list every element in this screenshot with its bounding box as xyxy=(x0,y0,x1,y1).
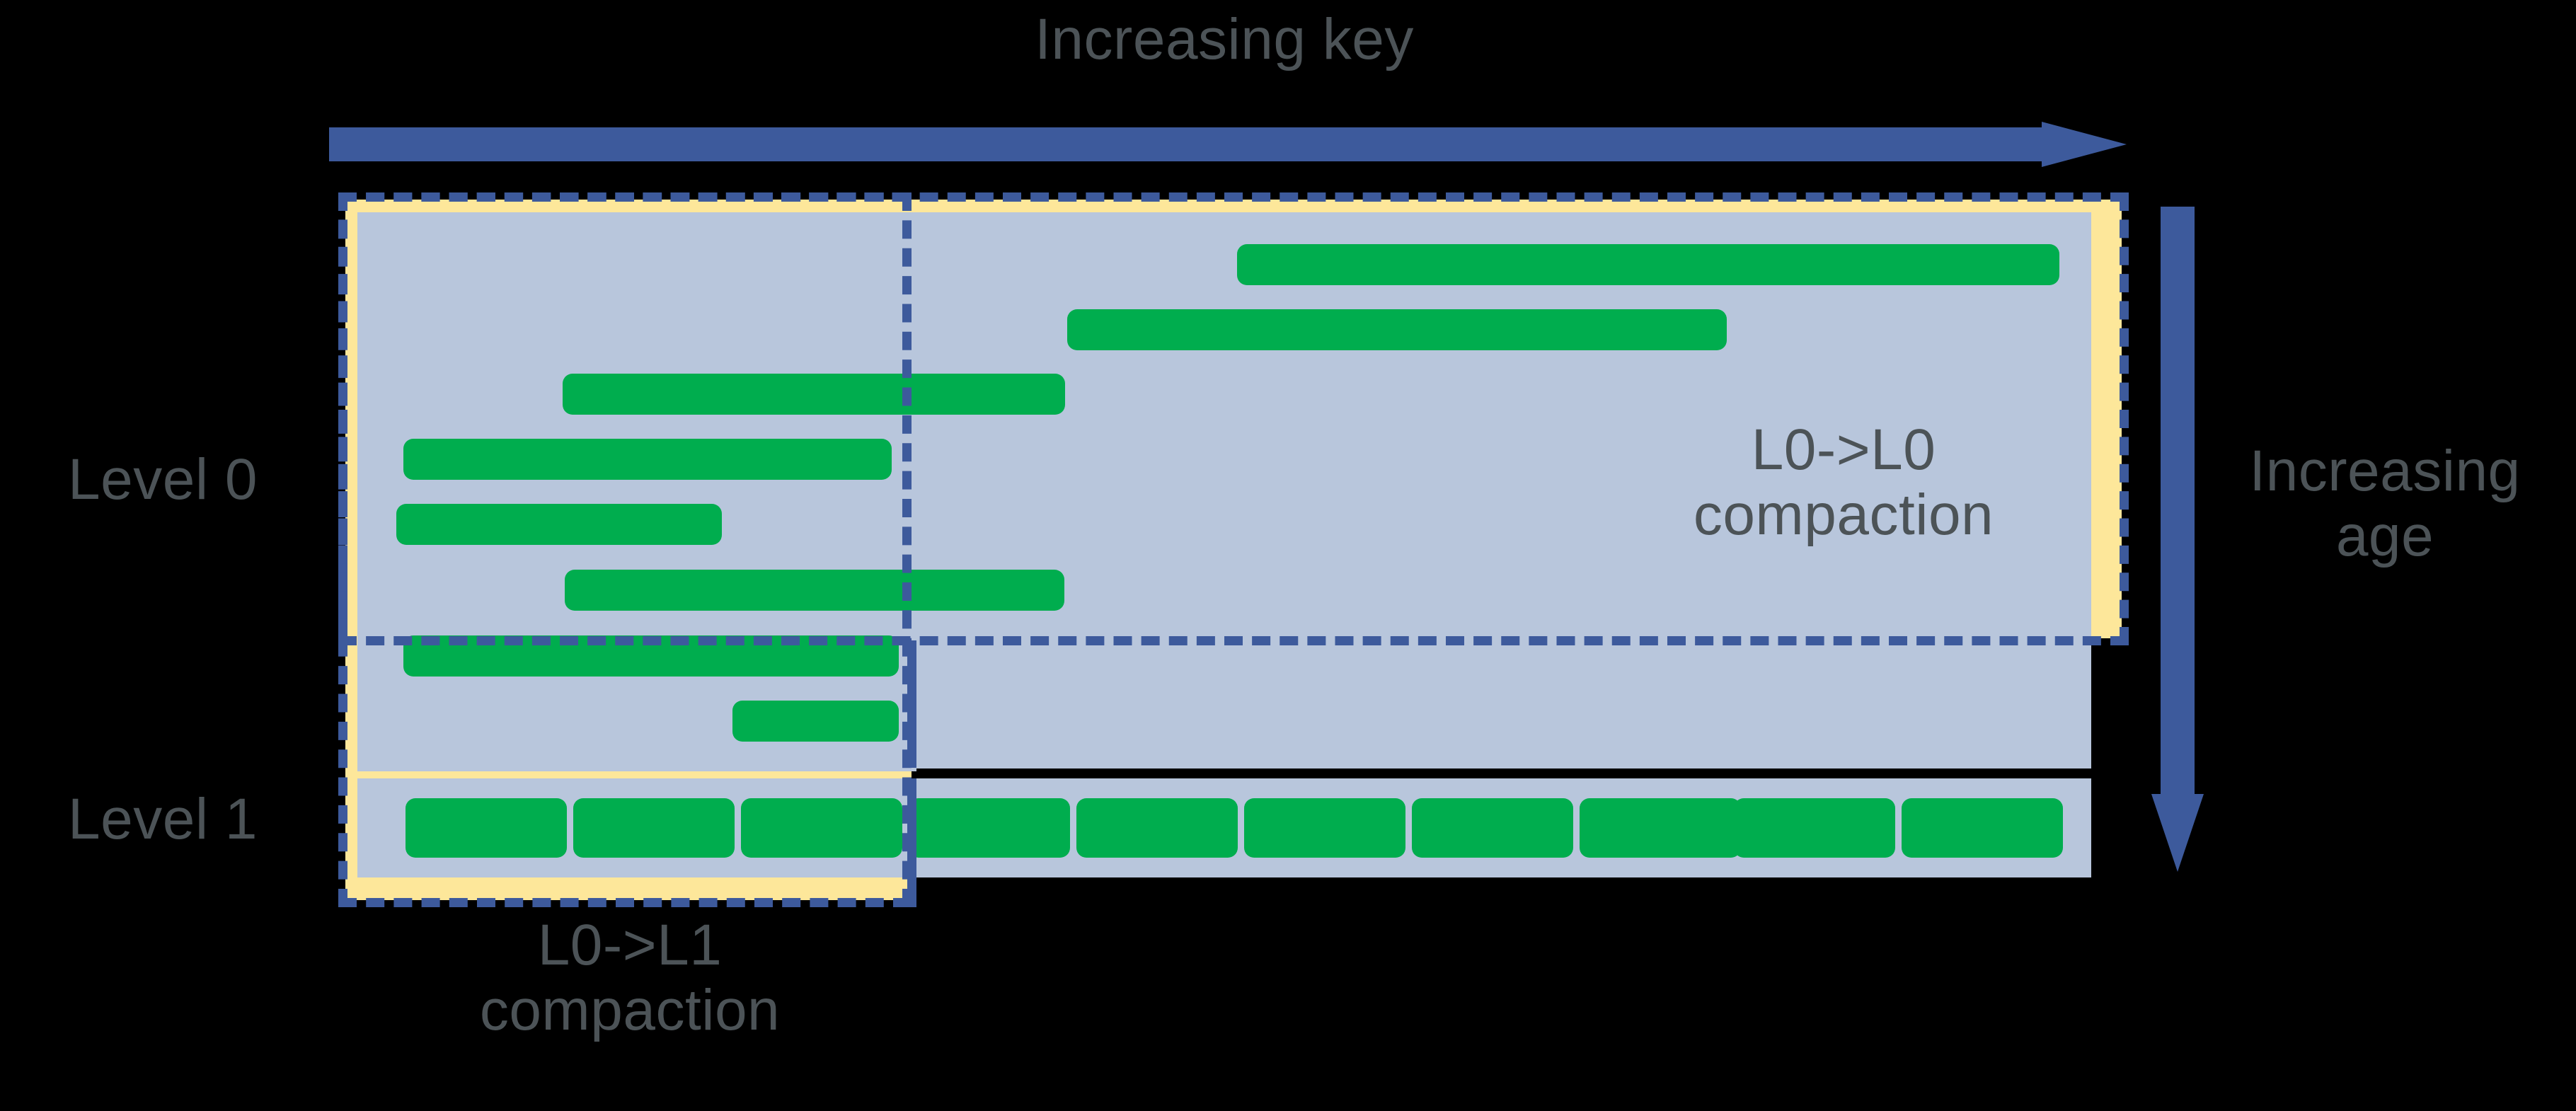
l0-l0-highlight-top xyxy=(345,200,2122,214)
level-0-sstable xyxy=(563,374,1065,415)
level-1-sstable xyxy=(1902,798,2063,858)
level-0-sstable xyxy=(1237,244,2059,285)
level-1-label: Level 1 xyxy=(68,787,258,851)
arrow-head xyxy=(2151,794,2204,872)
level-1-sstable xyxy=(1076,798,1238,858)
l0-l1-separator-lower xyxy=(907,778,916,907)
l0-l0-compaction-selection[interactable] xyxy=(338,192,2129,645)
l0-l1-separator-upper xyxy=(907,640,916,768)
arrow-head xyxy=(2042,122,2127,167)
level-1-sstable xyxy=(909,798,1070,858)
level-1-sstable xyxy=(1734,798,1895,858)
level-0-sstable xyxy=(565,570,1064,611)
increasing-key-label: Increasing key xyxy=(1035,7,1414,71)
level-1-sstable xyxy=(1244,798,1405,858)
arrow-shaft xyxy=(329,127,2056,161)
level-0-sstable xyxy=(732,701,899,742)
level-0-sstable xyxy=(1067,309,1727,350)
l0-l0-highlight-right xyxy=(2090,200,2122,638)
right-arrow-icon xyxy=(329,122,2127,167)
level-0-sstable xyxy=(396,504,722,545)
increasing-age-label: Increasing age xyxy=(2249,439,2521,568)
level-1-sstable xyxy=(573,798,735,858)
level-1-sstable xyxy=(406,798,567,858)
l0-l0-highlight-left xyxy=(345,200,358,638)
level-divider-line xyxy=(916,769,2091,773)
level-0-label: Level 0 xyxy=(68,447,258,512)
level-0-sstable xyxy=(403,439,892,480)
l0-l1-highlight-bottom xyxy=(345,877,912,900)
level-1-sstable xyxy=(1580,798,1741,858)
level-1-sstable xyxy=(1412,798,1573,858)
level-1-sstable xyxy=(741,798,902,858)
level-0-block xyxy=(357,212,2091,771)
down-arrow-icon xyxy=(2151,207,2204,872)
arrow-shaft xyxy=(2161,207,2195,805)
l0-l1-compaction-label: L0->L1 compaction xyxy=(479,913,781,1042)
l0-l0-compaction-label: L0->L0 compaction xyxy=(1693,418,1994,547)
